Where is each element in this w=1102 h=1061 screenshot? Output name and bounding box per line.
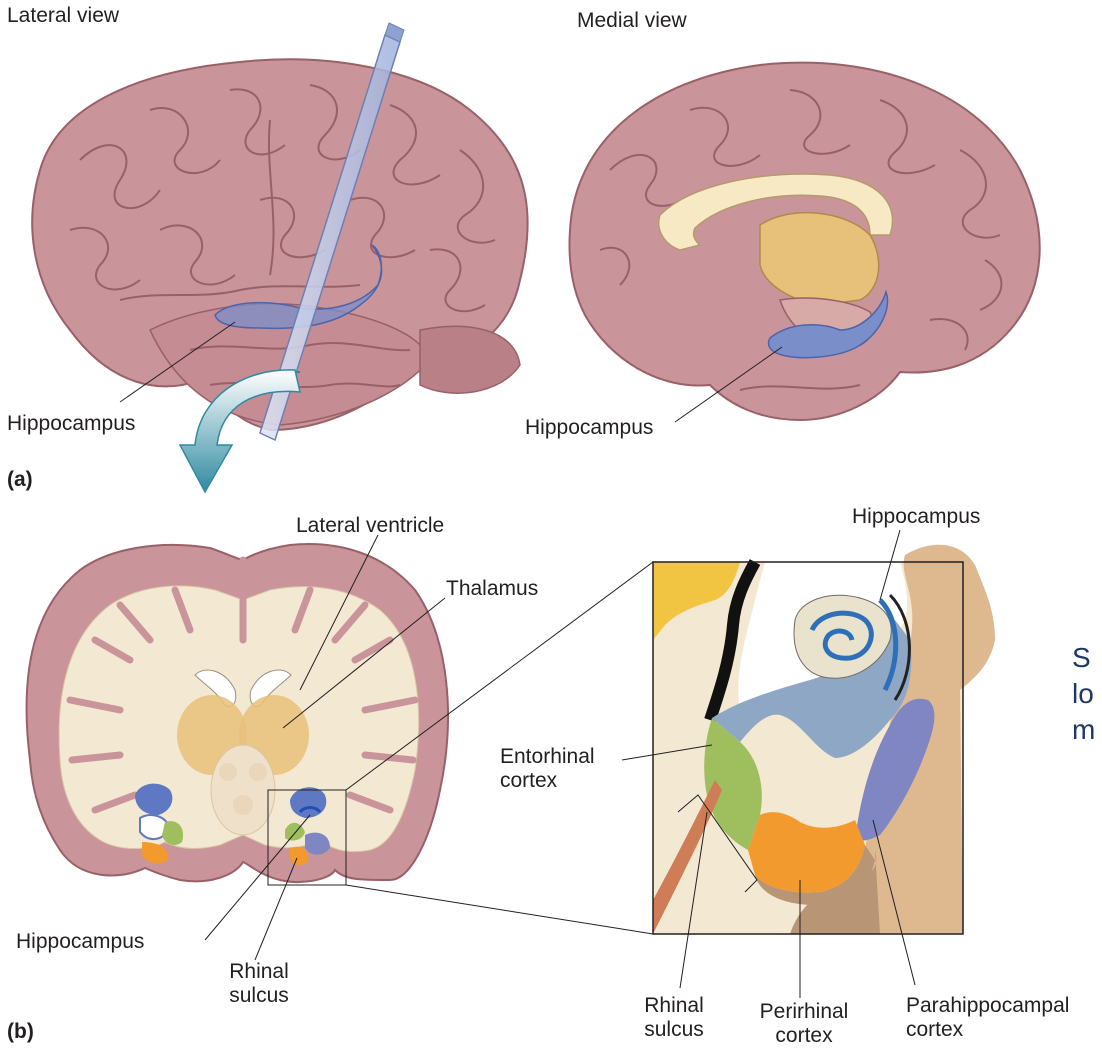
zoom-line-bottom [345, 884, 654, 935]
label-rhinal-coronal-line1: Rhinal [229, 960, 289, 983]
label-lateral-ventricle: Lateral ventricle [296, 514, 445, 537]
label-hippocampus-medial: Hippocampus [525, 416, 654, 439]
inset-marker-box [267, 789, 347, 886]
leader-lateral-ventricle [299, 534, 379, 691]
leader-hippocampus-lateral [119, 321, 236, 403]
coronal-section [25, 534, 654, 961]
label-rhinal-inset-line2: sulcus [644, 1018, 704, 1041]
inset-hippocampus [712, 620, 912, 758]
medial-brain [568, 61, 1041, 423]
label-parahippocampal-cortex: Parahippocampal cortex [906, 994, 1069, 1042]
coronal-right-mtl [285, 787, 330, 866]
label-rhinal-sulcus-coronal: Rhinal sulcus [218, 960, 300, 1008]
inset-entorhinal [704, 718, 762, 850]
inset-detail [621, 529, 995, 998]
leader-parahippocampal [872, 819, 916, 986]
inset-perirhinal [748, 812, 865, 893]
side-text: S lo m [1072, 640, 1095, 748]
lateral-brain [31, 22, 529, 442]
label-perirhinal-line1: Perirhinal [759, 1000, 849, 1023]
leader-hippocampus-coronal [204, 814, 311, 941]
panel-label-a: (a) [7, 468, 33, 491]
zoom-line-top [345, 561, 654, 791]
label-perirhinal-line2: cortex [775, 1024, 833, 1047]
label-entorhinal-cortex: Entorhinal cortex [500, 745, 595, 793]
coronal-left-mtl [135, 783, 184, 864]
leader-rhinal-inset [679, 811, 708, 989]
label-rhinal-coronal-line2: sulcus [229, 984, 289, 1007]
coronal-sulci [66, 556, 419, 814]
panel-label-b: (b) [7, 1020, 34, 1043]
leader-thalamus [282, 597, 446, 729]
section-arrow [178, 369, 301, 494]
side-text-line1: S [1072, 642, 1091, 673]
label-entorhinal-line2: cortex [500, 769, 558, 792]
side-text-line3: m [1072, 714, 1096, 745]
label-rhinal-inset-line1: Rhinal [644, 994, 704, 1017]
leader-hippocampus-medial [674, 346, 783, 423]
label-rhinal-sulcus-inset: Rhinal sulcus [633, 994, 715, 1042]
plane-edge [384, 22, 405, 43]
brainstem [210, 744, 276, 836]
inset-frame [652, 561, 964, 935]
label-hippocampus-inset: Hippocampus [852, 505, 981, 528]
inset-parahippocampal [855, 698, 935, 841]
label-entorhinal-line1: Entorhinal [500, 745, 595, 768]
side-text-line2: lo [1072, 678, 1094, 709]
corpus-callosum [658, 173, 894, 251]
leader-entorhinal [621, 744, 713, 761]
lateral-gyri [69, 84, 496, 388]
label-medial-view: Medial view [577, 9, 687, 32]
label-perirhinal-cortex: Perirhinal cortex [754, 1000, 854, 1048]
label-parahippocampal-line1: Parahippocampal [906, 994, 1070, 1017]
label-lateral-view: Lateral view [7, 4, 120, 27]
medial-gyri [599, 89, 1003, 391]
leader-rhinal-coronal [254, 857, 298, 961]
leader-hippocampus-inset [879, 529, 901, 601]
label-hippocampus-lateral: Hippocampus [7, 412, 136, 435]
inset-rhinal-marker [677, 794, 758, 893]
label-thalamus: Thalamus [446, 577, 539, 600]
label-parahippocampal-line2: cortex [906, 1018, 964, 1041]
medial-hippocampus [767, 289, 889, 359]
medial-thalamus [759, 211, 880, 306]
lateral-cerebellum [419, 325, 521, 394]
label-hippocampus-coronal: Hippocampus [16, 930, 145, 953]
